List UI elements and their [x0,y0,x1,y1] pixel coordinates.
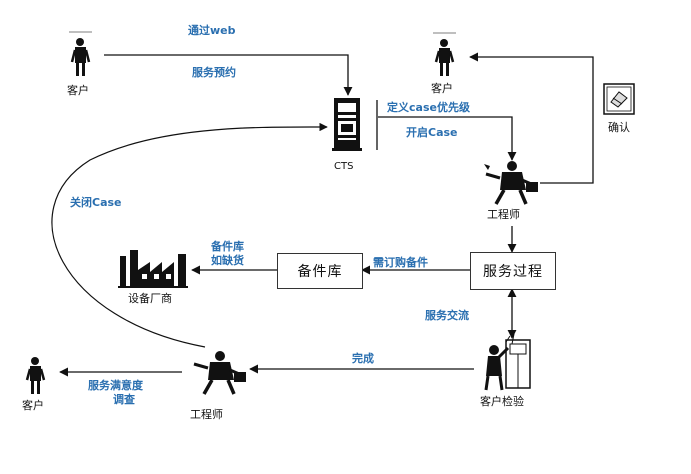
satisfaction-survey-label-line2: 调查 [113,393,135,406]
engineer-icon [193,351,246,395]
parts-warehouse-box: 备件库 [277,253,363,289]
cts-label: CTS [334,161,354,172]
open-case-label: 开启Case [406,126,458,139]
satisfaction-survey-label-line1: 服务满意度 [88,379,143,392]
engineer-icon [484,161,538,205]
confirm-label: 确认 [608,121,630,134]
factory-icon [118,250,188,288]
complete-label: 完成 [352,352,374,365]
edge-cts-to-engineer [378,116,517,161]
via-web-label: 通过web [188,24,236,37]
customer-inspection-label: 客户检验 [480,395,524,408]
edge-close-case-curve [51,122,328,348]
edge-engineer-to-customer [469,52,594,184]
document-icon [603,83,635,115]
define-case-priority-label: 定义case优先级 [387,101,470,114]
customer-icon [433,32,456,76]
service-process-box: 服务过程 [470,252,556,290]
equipment-factory-label: 设备厂商 [128,292,172,305]
customer-icon [25,357,46,394]
inspection-icon [484,333,531,391]
customer-icon [69,31,92,76]
customer-bottom-left-label: 客户 [22,399,44,412]
edge-customer-to-cts [104,54,353,96]
engineer-bottom-label: 工程师 [190,408,223,421]
close-case-label: 关闭Case [70,196,122,209]
warehouse-shortage-label-line2: 如缺货 [211,254,244,267]
service-booking-label: 服务预约 [192,66,236,79]
need-order-parts-label: 需订购备件 [373,256,428,269]
customer-top-right-label: 客户 [431,82,453,95]
customer-top-left-label: 客户 [67,84,89,97]
engineer-right-label: 工程师 [487,208,520,221]
service-exchange-label: 服务交流 [425,309,469,322]
warehouse-shortage-label-line1: 备件库 [211,240,244,253]
server-icon [332,98,362,151]
